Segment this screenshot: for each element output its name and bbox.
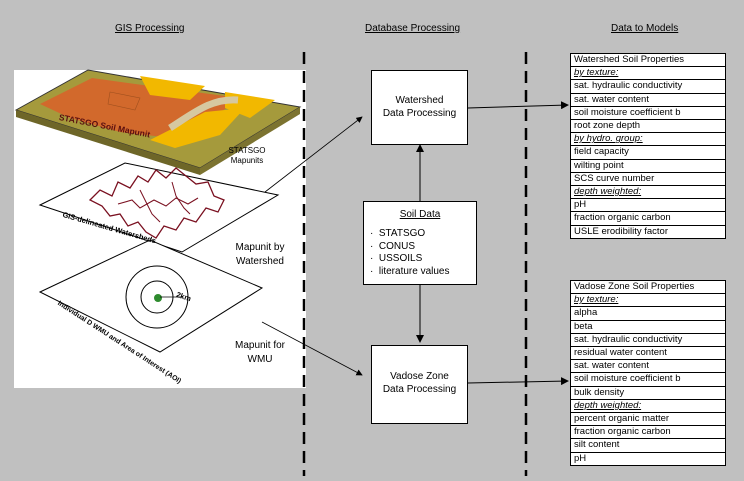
header-database: Database Processing: [365, 23, 461, 34]
header-gis: GIS Processing: [115, 23, 185, 34]
watershed-processing-box: Watershed Data Processing: [371, 70, 468, 145]
arrow-watershed-to-processing: [264, 116, 363, 193]
statsgo-mapunits-line2: Mapunits: [230, 156, 264, 165]
vadose-processing-box: Vadose Zone Data Processing: [371, 345, 468, 424]
watershed-props-row: by texture:: [571, 66, 725, 79]
arrow-watershed-to-props: [467, 101, 569, 110]
vadose-props-title: Vadose Zone Soil Properties: [574, 281, 695, 292]
vadose-props-row: silt content: [571, 438, 725, 451]
arrow-vadose-to-props: [467, 377, 569, 386]
watershed-props-row: SCS curve number: [571, 171, 725, 185]
watershed-props-row: root zone depth: [571, 119, 725, 132]
mapunit-for-wmu-line1: Mapunit for: [234, 340, 286, 351]
watershed-layer: [38, 162, 280, 253]
soil-data-list: · STATSGO · CONUS · USSOILS · literature…: [364, 228, 476, 278]
vadose-props-row: bulk density: [571, 385, 725, 399]
vadose-props-row: percent organic matter: [571, 412, 725, 425]
vadose-props-row: residual water content: [571, 346, 725, 359]
mapunit-for-wmu-label: Mapunit for WMU: [224, 339, 296, 367]
soil-data-title: Soil Data: [399, 209, 441, 220]
statsgo-mapunits-line1: STATSGO: [228, 146, 266, 155]
watershed-processing-line2: Data Processing: [382, 108, 457, 119]
mapunit-by-watershed-line1: Mapunit by: [235, 242, 285, 253]
soil-data-box: Soil Data · STATSGO · CONUS · USSOILS · …: [363, 201, 477, 285]
watershed-props-row: by hydro. group:: [571, 132, 725, 145]
watershed-props-row: USLE erodibility factor: [571, 224, 725, 238]
header-models: Data to Models: [611, 23, 679, 34]
statsgo-layer: [14, 69, 302, 175]
vadose-soil-properties: Vadose Zone Soil Properties by texture: …: [570, 280, 726, 466]
vadose-props-row: by texture:: [571, 293, 725, 306]
watershed-props-row: depth weighted:: [571, 185, 725, 198]
watershed-props-row: soil moisture coefficient b: [571, 105, 725, 119]
watershed-processing-line1: Watershed: [395, 95, 444, 106]
watershed-props-row: pH: [571, 198, 725, 211]
watershed-props-row: wilting point: [571, 158, 725, 172]
vadose-props-row: soil moisture coefficient b: [571, 372, 725, 385]
soil-data-item: · CONUS: [370, 240, 416, 252]
wmu-point: [154, 294, 162, 302]
vadose-props-row: alpha: [571, 306, 725, 319]
vadose-props-row: fraction organic carbon: [571, 425, 725, 438]
soil-data-item: · STATSGO: [370, 228, 426, 239]
watershed-soil-properties: Watershed Soil Properties by texture: sa…: [570, 53, 726, 239]
aoi-outer-circle: [125, 265, 189, 329]
mapunit-for-wmu-line2: WMU: [247, 354, 273, 365]
watershed-props-row: sat. hydraulic conductivity: [571, 79, 725, 92]
vadose-processing-line2: Data Processing: [382, 384, 457, 395]
soil-data-item: · USSOILS: [370, 253, 423, 264]
vadose-props-row: pH: [571, 451, 725, 465]
vadose-processing-line1: Vadose Zone: [390, 371, 449, 382]
vadose-props-row: sat. hydraulic conductivity: [571, 332, 725, 346]
statsgo-mapunits-label: STATSGO Mapunits: [222, 146, 272, 166]
wmu-layer: [38, 239, 264, 353]
soil-data-item: · literature values: [370, 265, 450, 277]
watershed-props-row: fraction organic carbon: [571, 211, 725, 224]
vadose-props-row: sat. water content: [571, 359, 725, 372]
watershed-props-row: field capacity: [571, 145, 725, 158]
mapunit-by-watershed-label: Mapunit by Watershed: [224, 241, 296, 269]
watershed-props-row: sat. water content: [571, 92, 725, 106]
vadose-props-row: depth weighted:: [571, 398, 725, 412]
mapunit-by-watershed-line2: Watershed: [236, 256, 284, 267]
arrow-wmu-to-vadose: [261, 321, 363, 376]
vadose-props-row: beta: [571, 319, 725, 333]
watershed-props-title: Watershed Soil Properties: [574, 54, 685, 65]
